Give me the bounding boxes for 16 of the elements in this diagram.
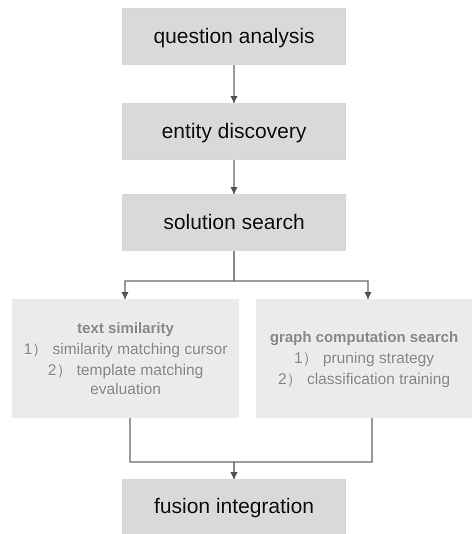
arrow: [230, 160, 238, 194]
list-item: 1） pruning strategy: [294, 349, 434, 368]
box-heading: graph computation search: [270, 328, 458, 347]
arrow: [230, 65, 238, 103]
process-box: fusion integration: [122, 479, 346, 534]
list-item: 1） similarity matching cursor: [24, 340, 228, 358]
box-heading: text similarity: [77, 318, 174, 338]
process-box: question analysis: [122, 8, 346, 65]
process-box: [12, 299, 239, 418]
process-box: solution search: [122, 194, 346, 251]
arrow: [230, 418, 373, 479]
arrow: [233, 251, 372, 299]
list-item: 2） classification training: [278, 370, 450, 389]
process-box: [256, 299, 472, 418]
process-box: entity discovery: [122, 103, 346, 160]
list-item: 2） template matching evaluation: [46, 360, 204, 398]
